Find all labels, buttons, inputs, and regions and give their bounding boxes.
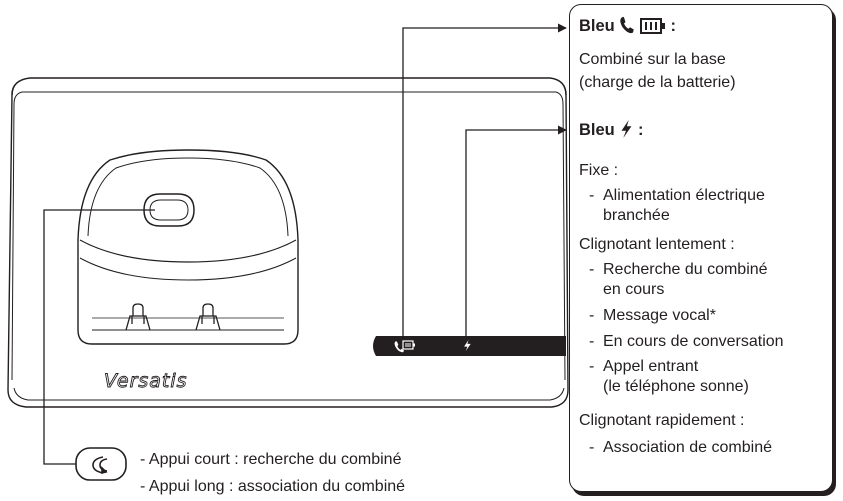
- item-incoming-line-2: (le téléphone sonne): [603, 378, 749, 395]
- battery-icon: [639, 18, 665, 34]
- strip-phone-icon: [394, 341, 404, 353]
- bullet-dash: -: [589, 307, 595, 324]
- paging-icon: [92, 456, 108, 475]
- paging-note-long: - Appui long : association du combiné: [140, 478, 406, 495]
- bullet-dash: -: [589, 261, 595, 278]
- group-fixed-label: Fixe :: [579, 162, 619, 179]
- charge-heading: Bleu :: [579, 16, 676, 36]
- bullet-dash: -: [589, 439, 595, 456]
- lightning-icon: [621, 120, 632, 138]
- phone-handset-icon: [620, 16, 635, 34]
- item-voicemail: Message vocal*: [603, 307, 716, 324]
- paging-note-short: - Appui court : recherche du combiné: [140, 451, 402, 468]
- charge-heading-colon: :: [670, 17, 677, 35]
- leader-paging: [43, 209, 155, 465]
- bullet-dash: -: [589, 333, 595, 350]
- power-heading-colon: :: [637, 121, 644, 139]
- led-callout-panel: Bleu : Combiné sur la base (charge de la…: [569, 4, 833, 492]
- item-search-line-2: en cours: [603, 281, 665, 298]
- callout-frame: [569, 4, 833, 492]
- bullet-dash: -: [589, 187, 595, 204]
- base-station: [7, 77, 569, 408]
- power-heading: Bleu :: [579, 120, 643, 140]
- handset-cradle: [77, 149, 299, 345]
- charge-line-1: Combiné sur la base: [579, 51, 726, 68]
- item-pairing: Association de combiné: [603, 439, 772, 456]
- paging-symbol: [75, 447, 127, 481]
- item-in-call: En cours de conversation: [603, 333, 784, 350]
- item-incoming-line-1: Appel entrant: [603, 358, 699, 375]
- charging-contacts: [125, 303, 221, 331]
- leader-charge: [402, 23, 567, 340]
- bullet-dash: -: [589, 358, 595, 375]
- charge-heading-label: Bleu: [579, 17, 615, 35]
- item-power-line-1: Alimentation électrique: [603, 187, 765, 204]
- leader-lines: [43, 23, 567, 465]
- charge-line-2: (charge de la batterie): [579, 74, 736, 91]
- item-search-line-1: Recherche du combiné: [603, 261, 768, 278]
- strip-battery-icon: [402, 340, 415, 350]
- led-strip: [373, 336, 566, 356]
- group-slow-label: Clignotant lentement :: [579, 236, 735, 253]
- strip-lightning-icon: [464, 340, 471, 351]
- group-fast-label: Clignotant rapidement :: [579, 412, 745, 429]
- paging-button[interactable]: [143, 193, 195, 227]
- leader-power: [465, 125, 567, 340]
- power-heading-label: Bleu: [579, 121, 615, 139]
- item-power-line-2: branchée: [603, 207, 670, 224]
- brand-logo: Versatis: [104, 370, 188, 392]
